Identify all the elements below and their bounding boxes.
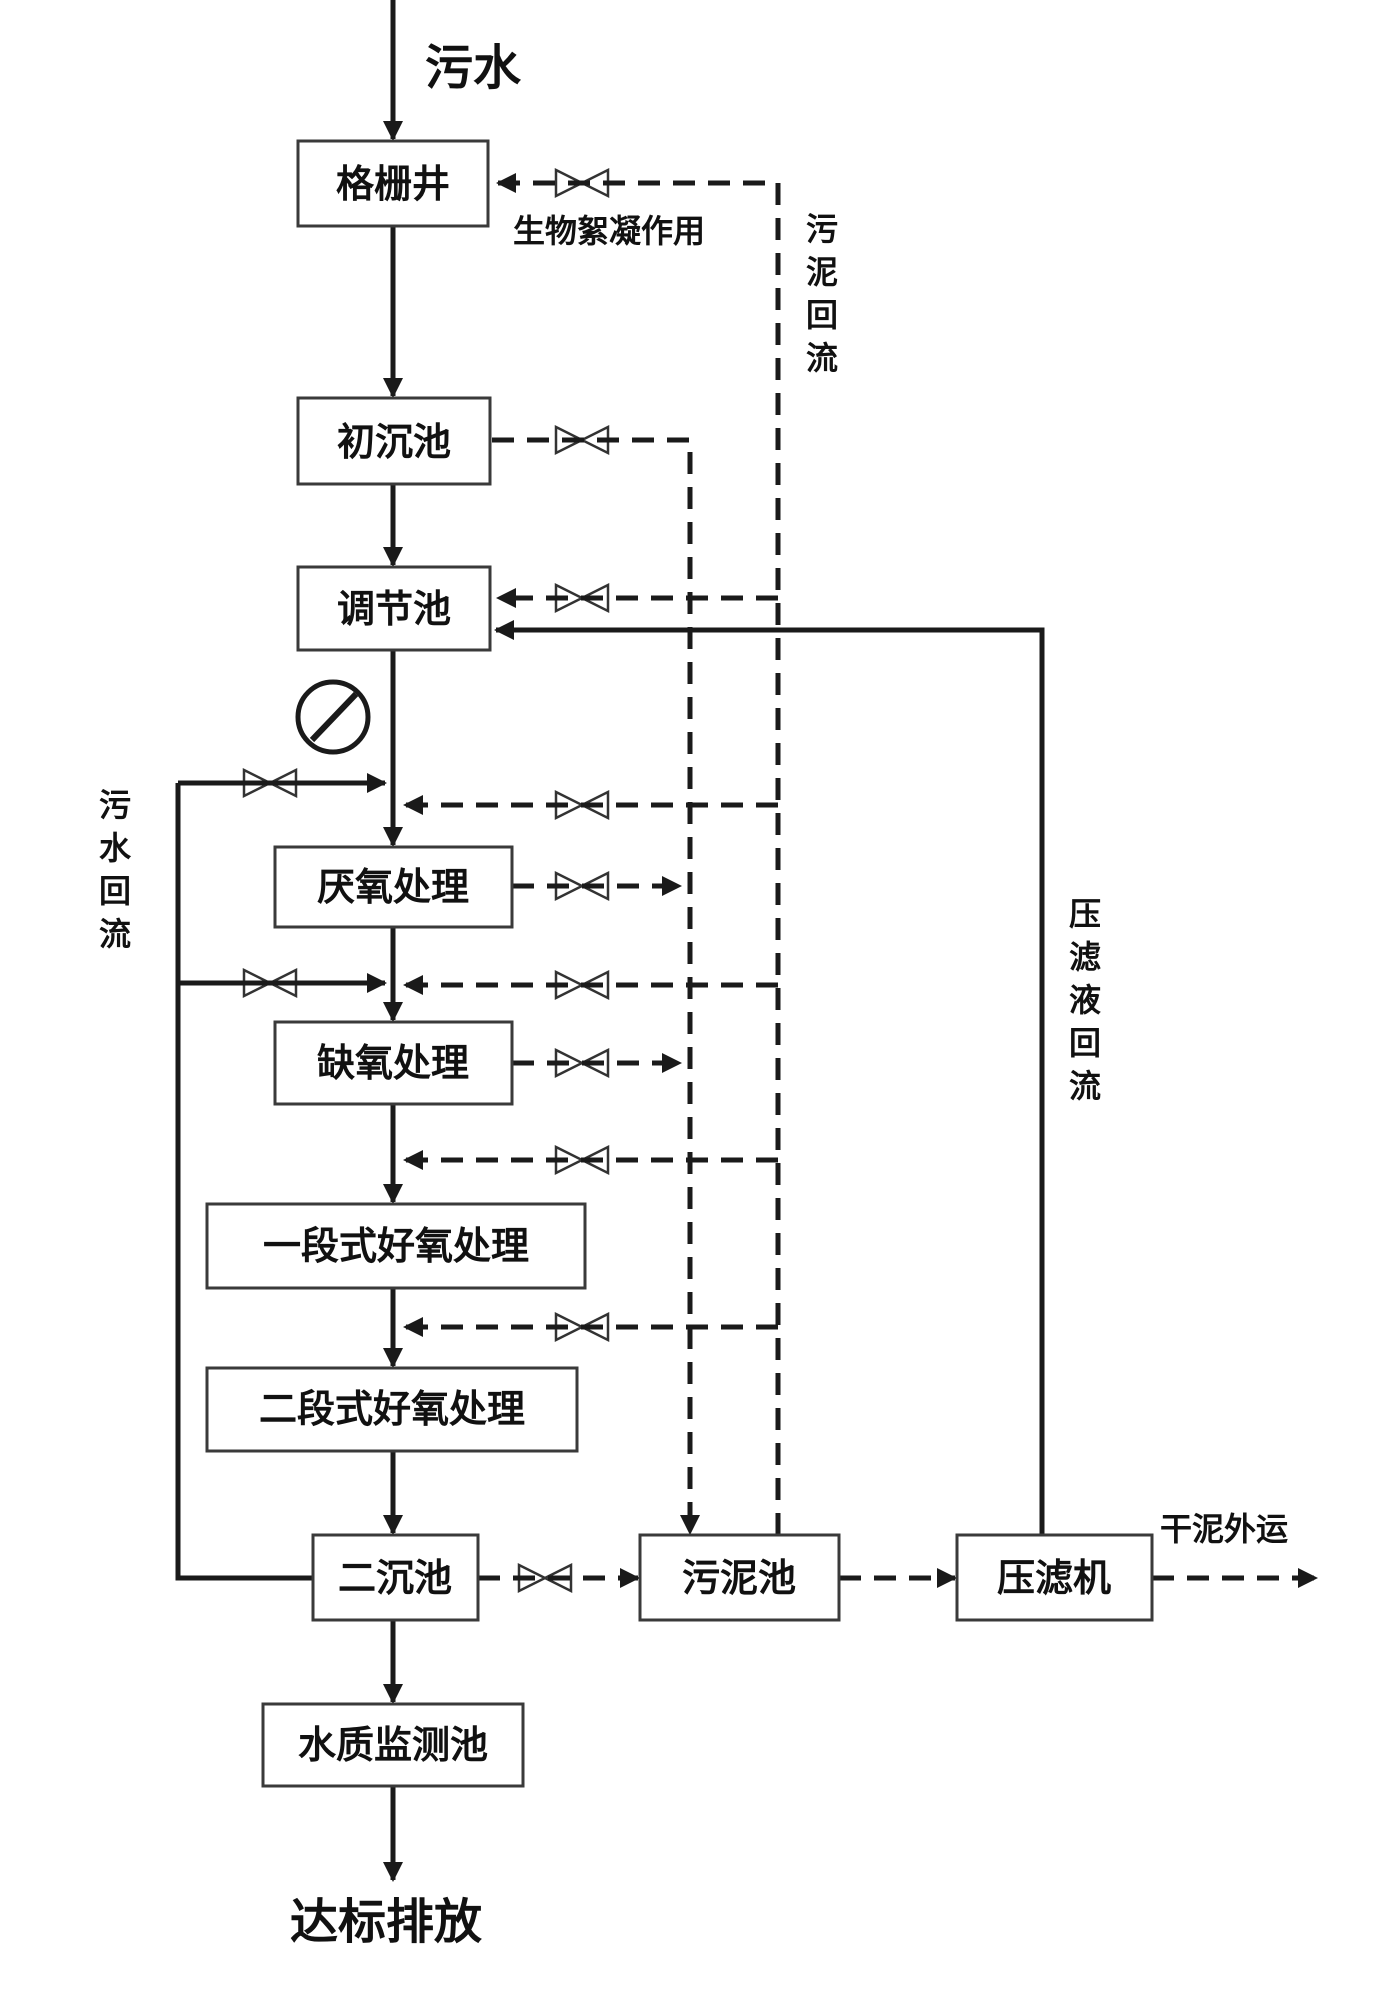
node-primary-settling: 初沉池 [296,396,492,486]
node-aerobic-stage1-label: 一段式好氧处理 [263,1223,529,1268]
node-anoxic: 缺氧处理 [273,1020,514,1106]
node-regulating: 调节池 [296,565,492,652]
sludge-return-riser [496,173,781,1535]
sludge-return-char: 流 [806,339,838,377]
node-water-quality: 水质监测池 [261,1702,525,1788]
node-water-quality-label: 水质监测池 [298,1722,488,1767]
pump-icon [295,679,371,755]
filtrate-return-char: 流 [1069,1067,1101,1105]
inlet-label: 污水 [425,40,522,96]
node-aerobic-stage2-label: 二段式好氧处理 [259,1386,525,1431]
node-regulating-label: 调节池 [337,586,451,631]
node-aerobic-stage1: 一段式好氧处理 [205,1202,587,1290]
filtrate-return-char: 液 [1069,981,1101,1019]
filtrate-return-char: 滤 [1069,938,1101,976]
primary-sludge-discharge [492,437,700,1535]
sewage-return-char: 污 [99,786,131,824]
node-filter-press-label: 压滤机 [997,1555,1111,1600]
filtrate-return-line [494,620,1045,1535]
node-secondary-settling-label: 二沉池 [338,1555,452,1600]
node-anoxic-label: 缺氧处理 [317,1040,469,1085]
sewage-return-line [175,783,313,1581]
node-grille-well-label: 格栅井 [336,161,450,206]
filtrate-return-char: 回 [1069,1024,1101,1062]
sludge-return-char: 回 [806,296,838,334]
bio-flocculation-label: 生物絮凝作用 [513,212,705,250]
node-sludge-tank: 污泥池 [638,1533,841,1622]
sludge-return-char: 污 [806,210,838,248]
node-aerobic-stage2: 二段式好氧处理 [205,1366,579,1453]
process-boxes: 格栅井 初沉池 调节池 厌氧处理 缺氧处理 一段式好氧处理 二段式好氧处理 二 [205,139,1154,1788]
outlet-label: 达标排放 [290,1894,482,1950]
node-anaerobic: 厌氧处理 [273,845,514,929]
node-primary-settling-label: 初沉池 [337,419,451,464]
node-grille-well: 格栅井 [296,139,490,228]
node-secondary-settling: 二沉池 [311,1533,480,1622]
sewage-return-char: 回 [99,872,131,910]
dry-sludge-export-label: 干泥外运 [1160,1510,1288,1548]
node-filter-press: 压滤机 [955,1533,1154,1622]
node-sludge-tank-label: 污泥池 [682,1555,796,1600]
dashed-flow-lines [403,173,1318,1588]
sewage-return-char: 流 [99,915,131,953]
node-anaerobic-label: 厌氧处理 [317,864,469,909]
sewage-return-char: 水 [99,829,132,867]
filtrate-return-char: 压 [1069,895,1101,933]
sludge-return-char: 泥 [806,253,838,291]
main-flow-lines [175,0,1045,1882]
